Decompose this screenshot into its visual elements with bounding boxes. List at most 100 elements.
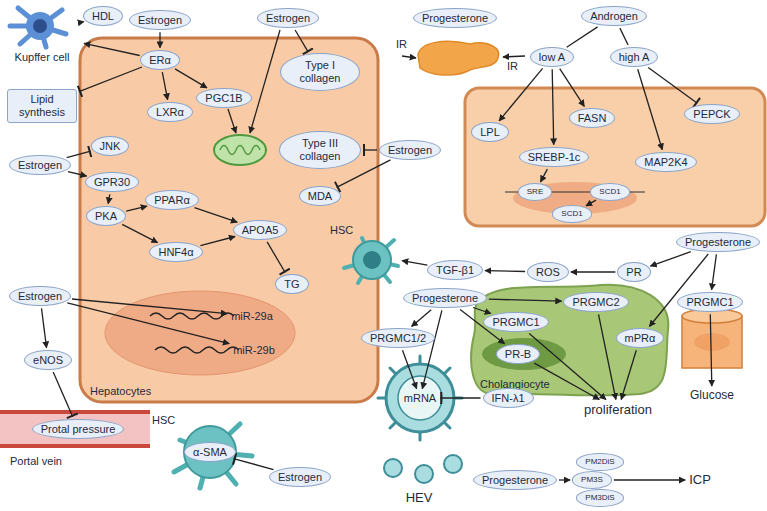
node-text: Portal vein bbox=[10, 455, 62, 468]
ellipse-node: PM3S bbox=[572, 471, 612, 488]
arrow-connector bbox=[473, 308, 491, 314]
cell-region: HSC bbox=[328, 222, 400, 286]
ellipse-node: HNF4α bbox=[149, 242, 202, 263]
ellipse-node: PRGMC1 bbox=[677, 292, 742, 313]
arrow-connector bbox=[571, 271, 616, 272]
edge-label: IR bbox=[507, 60, 518, 72]
node-text: Progesterone bbox=[412, 292, 478, 305]
node-text: PM2DiS bbox=[585, 457, 614, 466]
ellipse-node: Estrogen bbox=[9, 155, 71, 176]
node-text: Estrogen bbox=[278, 471, 322, 484]
ellipse-node: LXRα bbox=[147, 102, 193, 123]
ellipse-node: eNOS bbox=[24, 350, 72, 371]
ellipse-node: PM2DiS bbox=[576, 453, 623, 470]
arrow-connector bbox=[710, 314, 712, 386]
ellipse-node: Protal pressure bbox=[32, 419, 125, 440]
inhibition-connector bbox=[67, 151, 91, 158]
cell-region: Portal vein Protal pressure bbox=[0, 406, 150, 472]
arrow-connector bbox=[68, 172, 87, 176]
node-text: HNF4α bbox=[158, 246, 193, 259]
kupffer-cell bbox=[10, 8, 66, 47]
node-text: PRGMC1 bbox=[686, 296, 733, 309]
inhibition-connector bbox=[648, 67, 697, 103]
node-text: PEPCK bbox=[693, 108, 730, 121]
node-text: Progesterone bbox=[482, 474, 548, 487]
node-text: IFN-λ1 bbox=[492, 392, 525, 405]
inhibition-connector bbox=[79, 67, 142, 92]
node-text: LPL bbox=[480, 126, 500, 139]
text-node: miR-29b bbox=[231, 343, 277, 358]
inhibition-connector bbox=[440, 397, 480, 398]
node-text: JNK bbox=[100, 140, 121, 153]
node-text: proliferation bbox=[584, 403, 652, 418]
cell-region: HepatocytesERαPGC1BLXRαType I collagenJN… bbox=[80, 38, 378, 402]
ellipse-node: Estrogen bbox=[269, 467, 331, 488]
node-text: PR-B bbox=[505, 348, 531, 361]
text-node: Glucose bbox=[688, 388, 736, 404]
ellipse-node: high A bbox=[610, 47, 659, 68]
ellipse-node: Progesterone bbox=[473, 470, 557, 491]
arrow-connector bbox=[489, 299, 562, 301]
inhibition-connector bbox=[53, 372, 72, 417]
arrow-connector bbox=[422, 310, 442, 388]
ellipse-node: low A bbox=[530, 47, 574, 68]
ellipse-node: SRE bbox=[518, 183, 552, 200]
hepatocyte-cell bbox=[80, 38, 378, 402]
arrow-connector bbox=[560, 69, 585, 107]
arrow-connector bbox=[200, 237, 235, 246]
arrow-connector bbox=[42, 308, 47, 347]
node-text: high A bbox=[619, 51, 650, 64]
node-text: PRGMC1/2 bbox=[370, 332, 426, 345]
node-text: TGF-β1 bbox=[436, 264, 474, 277]
node-text: FASN bbox=[578, 112, 607, 125]
arrow-connector bbox=[499, 68, 542, 121]
node-text: ERα bbox=[149, 54, 171, 67]
node-text: LXRα bbox=[156, 106, 184, 119]
ellipse-node: ROS bbox=[527, 262, 569, 283]
node-text: ROS bbox=[536, 266, 560, 279]
node-text: Lipid synthesis bbox=[12, 93, 72, 118]
node-text: PPARα bbox=[154, 194, 190, 207]
inhibition-connector bbox=[363, 149, 377, 150]
mitochondrion bbox=[214, 135, 266, 165]
inhibition-connector bbox=[295, 30, 308, 52]
ellipse-node: LPL bbox=[471, 122, 509, 143]
leader-arrow bbox=[503, 56, 525, 57]
portal-vein bbox=[0, 410, 150, 448]
ellipse-node: Estrogen bbox=[129, 10, 191, 31]
arrow-connector bbox=[402, 261, 427, 265]
arrow-connector bbox=[712, 254, 717, 289]
ellipse-node: Estrogen bbox=[379, 140, 441, 161]
arrow-connector bbox=[620, 28, 628, 45]
ellipse-node: MDA bbox=[299, 186, 341, 207]
ellipse-node: TGF-β1 bbox=[427, 260, 483, 281]
node-text: Glucose bbox=[690, 389, 734, 403]
process-box: Lipid synthesis bbox=[7, 89, 77, 122]
node-text: SCD1 bbox=[599, 187, 620, 196]
hev-virus bbox=[378, 356, 462, 483]
arrow-connector bbox=[552, 69, 554, 144]
arrow-connector bbox=[122, 224, 157, 242]
node-text: APOA5 bbox=[242, 224, 279, 237]
ellipse-node: ERα bbox=[140, 50, 180, 71]
arrow-connector bbox=[195, 208, 238, 223]
node-text: miR-29a bbox=[231, 310, 273, 323]
node-text: Hepatocytes bbox=[90, 385, 151, 398]
ellipse-node: α-SMA bbox=[184, 442, 236, 463]
inhibition-connector bbox=[234, 459, 274, 470]
text-node: proliferation bbox=[582, 402, 654, 419]
node-text: PKA bbox=[95, 210, 117, 223]
node-text: SCD1 bbox=[561, 209, 582, 218]
node-text: HDL bbox=[92, 10, 114, 23]
text-node: miR-29a bbox=[229, 309, 275, 324]
ellipse-node: PR bbox=[617, 262, 650, 283]
arrow-connector bbox=[649, 254, 708, 327]
node-text: α-SMA bbox=[193, 446, 227, 459]
ellipse-node: PRGMC1/2 bbox=[361, 328, 435, 349]
node-text: PR bbox=[626, 266, 641, 279]
arrow-connector bbox=[638, 69, 663, 150]
node-text: Estrogen bbox=[388, 144, 432, 157]
arrow-connector bbox=[175, 69, 207, 88]
node-text: PRGMC2 bbox=[572, 296, 619, 309]
node-text: HSC bbox=[330, 224, 353, 237]
